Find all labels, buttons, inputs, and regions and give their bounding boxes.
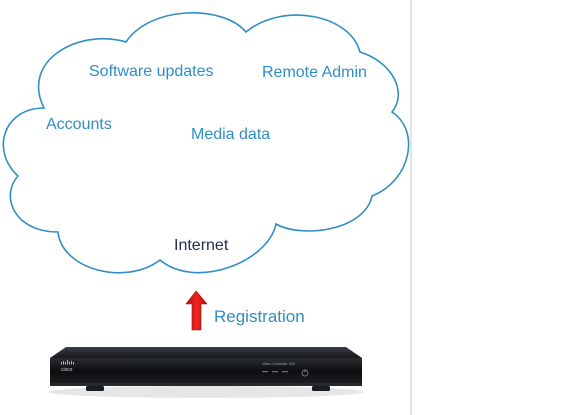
status-led-icon bbox=[282, 371, 288, 373]
cloud-shape bbox=[2, 11, 410, 274]
controller-device: cisco Video Controller 400 bbox=[48, 347, 364, 398]
upward-arrow-icon bbox=[185, 290, 208, 331]
accounts-label: Accounts bbox=[46, 116, 112, 133]
remote-admin-label: Remote Admin bbox=[262, 64, 367, 81]
power-button-icon bbox=[301, 369, 309, 377]
software-updates-label: Software updates bbox=[89, 63, 214, 80]
registration-label: Registration bbox=[214, 307, 305, 326]
cisco-logo-icon bbox=[61, 360, 74, 365]
status-led-icon bbox=[262, 371, 268, 373]
media-data-label: Media data bbox=[191, 126, 270, 143]
status-led-icon bbox=[272, 371, 278, 373]
device-brand-label: cisco bbox=[61, 367, 73, 373]
internet-label: Internet bbox=[174, 237, 229, 254]
device-model-label: Video Controller 400 bbox=[262, 362, 295, 366]
